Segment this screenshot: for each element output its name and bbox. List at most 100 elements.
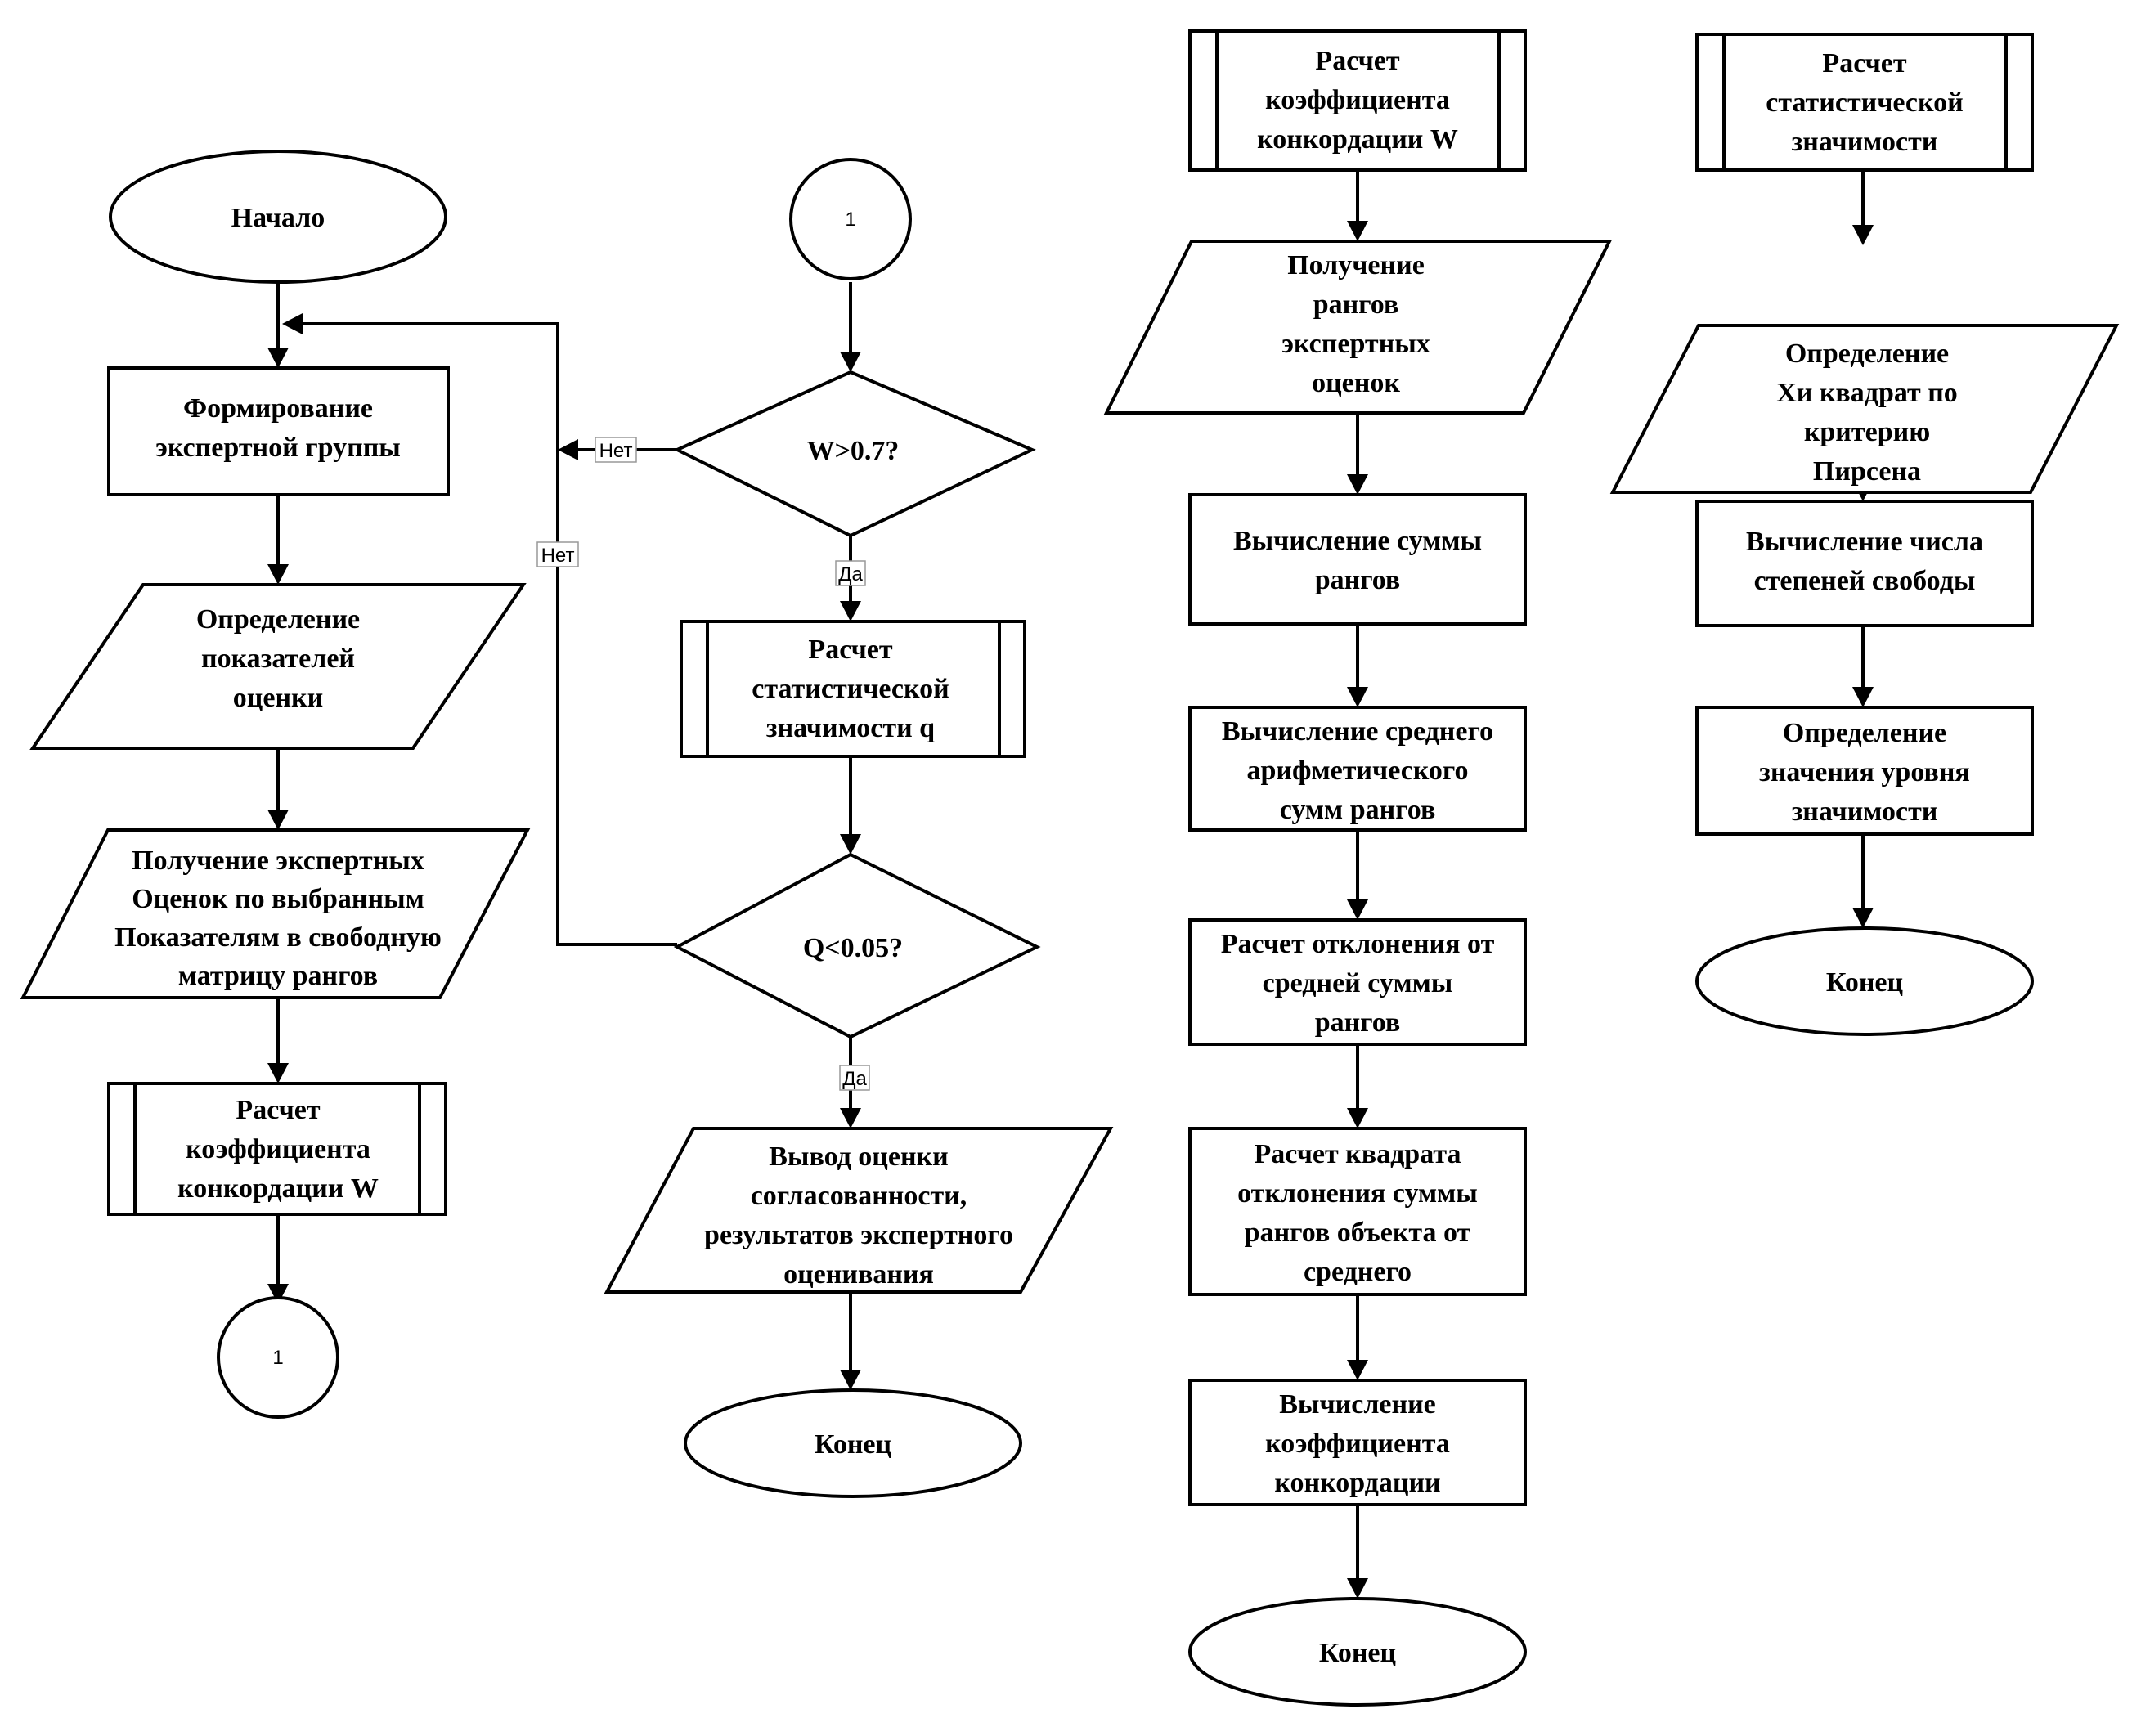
arrowhead — [1852, 908, 1874, 928]
node-s-significance-level-label: Определение значения уровня значимости — [1759, 718, 1970, 827]
label-line: Определение — [1785, 339, 1949, 369]
label-line: Расчет квадрата — [1255, 1139, 1461, 1169]
label-line: экспертной группы — [155, 433, 401, 463]
arrowhead — [267, 1063, 289, 1083]
node-w-deviation-label: Расчет отклонения от средней суммы рангов — [1221, 929, 1495, 1038]
node-w-end: Конец — [1188, 1597, 1527, 1707]
label-line: Определение — [196, 604, 360, 635]
label-line: Показателям в свободную — [114, 922, 442, 953]
label-line: Расчет — [808, 635, 892, 665]
label-line: Формирование — [183, 393, 373, 424]
edge-q-no-loop — [303, 322, 677, 946]
arrowhead — [1347, 1360, 1368, 1380]
node-form-group-label: Формирование экспертной группы — [155, 393, 401, 463]
label-line: Определение — [1783, 718, 1946, 748]
label-line: согласованности, — [751, 1181, 967, 1211]
label-line: средней суммы — [1263, 968, 1453, 998]
arrowhead — [1347, 1578, 1368, 1599]
label-line: Вычисление числа — [1746, 527, 1983, 557]
node-w-end-label: Конец — [1319, 1638, 1397, 1668]
arrowhead — [840, 1370, 861, 1390]
edge-label-q-no-text: Нет — [541, 545, 575, 567]
label-line: Пирсена — [1813, 456, 1921, 487]
label-line: отклонения суммы — [1237, 1178, 1478, 1209]
node-w-deviation: Расчет отклонения от средней суммы рангов — [1188, 918, 1527, 1046]
label-line: Расчет отклонения от — [1221, 929, 1495, 959]
arrowhead — [267, 564, 289, 585]
label-line: рангов — [1315, 1007, 1401, 1038]
edge-label-q-yes-text: Да — [842, 1068, 867, 1090]
arrowhead — [267, 348, 289, 368]
arrowhead — [1347, 1108, 1368, 1128]
label-line: статистической — [1766, 87, 1964, 118]
arrowhead — [1852, 225, 1874, 245]
node-end-main-label: Конец — [815, 1429, 892, 1460]
arrowhead — [1347, 687, 1368, 707]
label-line: экспертных — [1281, 329, 1430, 359]
label-line: значимости q — [766, 713, 935, 743]
label-line: степеней свободы — [1754, 566, 1976, 596]
label-line: значимости — [1792, 127, 1938, 157]
node-decision-q-label: Q<0.05? — [803, 933, 903, 963]
label-line: сумм рангов — [1280, 795, 1436, 825]
arrowhead — [840, 834, 861, 855]
label-line: значения уровня — [1759, 757, 1970, 787]
arrowhead — [1347, 899, 1368, 920]
label-line: среднего — [1304, 1257, 1412, 1287]
node-s-significance-level: Определение значения уровня значимости — [1695, 706, 2034, 836]
edge-label-q-no: Нет — [536, 541, 579, 567]
label-line: Вычисление среднего — [1222, 716, 1493, 747]
node-connector-in: 1 — [789, 158, 912, 280]
label-line: Оценок по выбранным — [132, 884, 424, 914]
node-s-end-label: Конец — [1826, 967, 1904, 998]
node-decision-w-label: W>0.7? — [807, 436, 900, 466]
arrowhead — [267, 1284, 289, 1304]
node-end-main: Конец — [684, 1388, 1022, 1498]
label-line: Хи квадрат по — [1776, 378, 1958, 408]
label-line: Расчет — [236, 1095, 320, 1125]
node-connector-in-label: 1 — [845, 209, 855, 231]
node-connector-out-label: 1 — [272, 1347, 283, 1369]
edge-label-w-no: Нет — [595, 437, 637, 463]
arrowhead — [267, 810, 289, 830]
arrowhead — [1347, 221, 1368, 241]
edge-label-w-no-text: Нет — [599, 440, 633, 462]
label-line: оценивания — [783, 1259, 934, 1290]
label-line: коэффициента — [1265, 1429, 1450, 1459]
node-decision-w: W>0.7? — [673, 370, 1036, 538]
label-line: оценок — [1312, 368, 1400, 398]
arrowhead — [558, 439, 578, 460]
label-line: критерию — [1804, 417, 1930, 447]
arrowhead — [840, 352, 861, 372]
node-s-degrees-freedom-label: Вычисление числа степеней свободы — [1746, 527, 1983, 596]
node-form-group: Формирование экспертной группы — [107, 366, 450, 496]
label-line: значимости — [1792, 796, 1938, 827]
label-line: конкордации W — [177, 1173, 379, 1204]
edge-label-q-yes: Да — [839, 1065, 870, 1091]
label-line: рангов — [1313, 289, 1399, 320]
